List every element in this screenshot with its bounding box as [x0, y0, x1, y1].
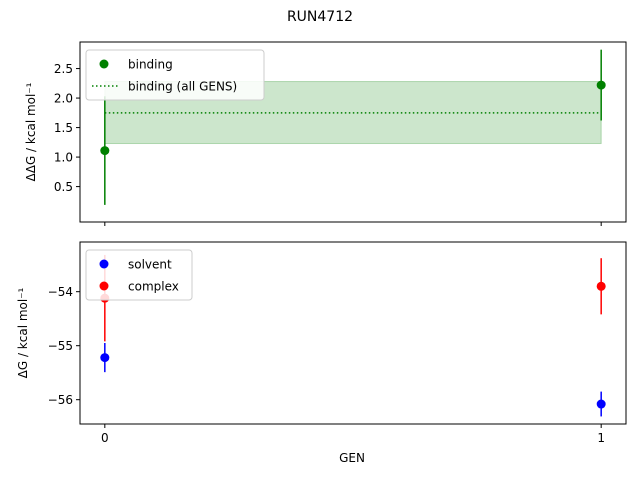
free-energy-legend: solvent complex — [85, 249, 193, 301]
x-tick-label: 0 — [101, 431, 109, 445]
binding-legend-box — [85, 49, 265, 101]
solvent-point — [100, 353, 110, 363]
binding-axes-frame — [79, 41, 627, 223]
free-energy-y-ticks: −56 −55 −54 — [48, 285, 80, 407]
binding-y-ticks: 0.5 1.0 1.5 2.0 2.5 — [54, 62, 80, 194]
binding-x-ticks — [104, 222, 602, 226]
y-tick-label: 2.0 — [54, 92, 73, 106]
y-tick-label: 1.0 — [54, 151, 73, 165]
solvent-point — [596, 399, 606, 409]
binding-point — [100, 146, 110, 156]
y-tick-label: −54 — [48, 285, 73, 299]
binding-panel: 0.5 1.0 1.5 2.0 2.5 ΔΔG / kcal mol⁻¹ binding… — [24, 41, 627, 226]
binding-legend-label: binding — [128, 58, 173, 72]
complex-point — [596, 281, 606, 291]
x-axis-label: GEN — [339, 451, 365, 465]
free-energy-legend-box — [85, 249, 193, 301]
y-tick-label: 2.5 — [54, 62, 73, 76]
binding-point — [596, 80, 606, 90]
complex-legend-label: complex — [128, 280, 179, 294]
x-tick-label: 1 — [597, 431, 605, 445]
y-tick-label: 0.5 — [54, 180, 73, 194]
y-tick-label: 1.5 — [54, 121, 73, 135]
binding-legend-marker — [99, 59, 109, 69]
y-tick-label: −55 — [48, 339, 73, 353]
figure-title: RUN4712 — [287, 9, 353, 25]
binding-legend: binding binding (all GENS) — [85, 49, 265, 101]
binding-y-axis-label: ΔΔG / kcal mol⁻¹ — [24, 82, 38, 181]
free-energy-axes-frame — [79, 241, 627, 425]
free-energy-y-axis-label: ΔG / kcal mol⁻¹ — [16, 287, 30, 378]
y-tick-label: −56 — [48, 393, 73, 407]
binding-all-gens-legend-label: binding (all GENS) — [128, 80, 237, 94]
solvent-legend-marker — [99, 259, 109, 269]
complex-legend-marker — [99, 281, 109, 291]
solvent-legend-label: solvent — [128, 258, 172, 272]
